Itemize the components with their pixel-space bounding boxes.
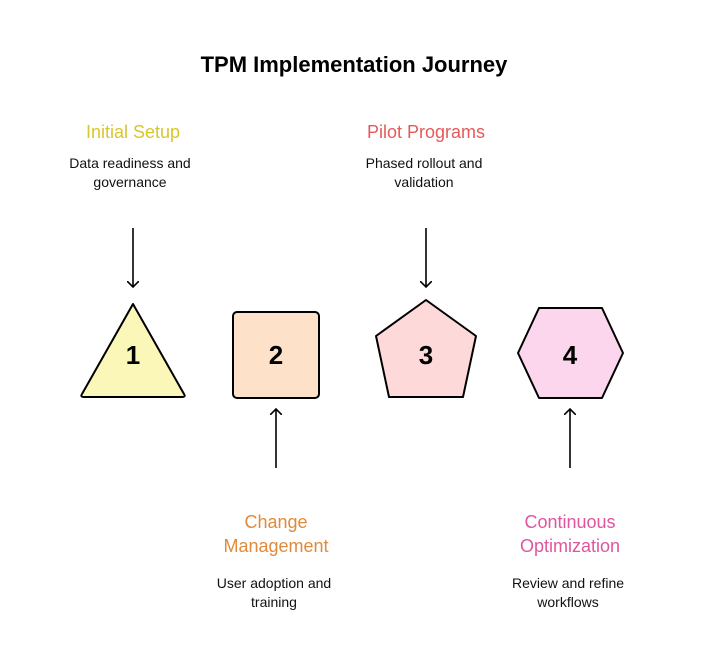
- step-1-number: 1: [126, 340, 140, 370]
- step-4-number: 4: [563, 340, 578, 370]
- step-4-hexagon: [517, 307, 624, 399]
- step-1-triangle: [80, 303, 186, 398]
- step-2-square: [232, 311, 320, 399]
- step-2-number: 2: [269, 340, 283, 370]
- step-1-heading: Initial Setup: [85, 122, 181, 142]
- diagram-title: TPM Implementation Journey: [200, 52, 508, 77]
- step-3-heading: Pilot Programs: [366, 122, 486, 142]
- step-3-number: 3: [419, 340, 433, 370]
- step-3-pentagon: [375, 299, 477, 398]
